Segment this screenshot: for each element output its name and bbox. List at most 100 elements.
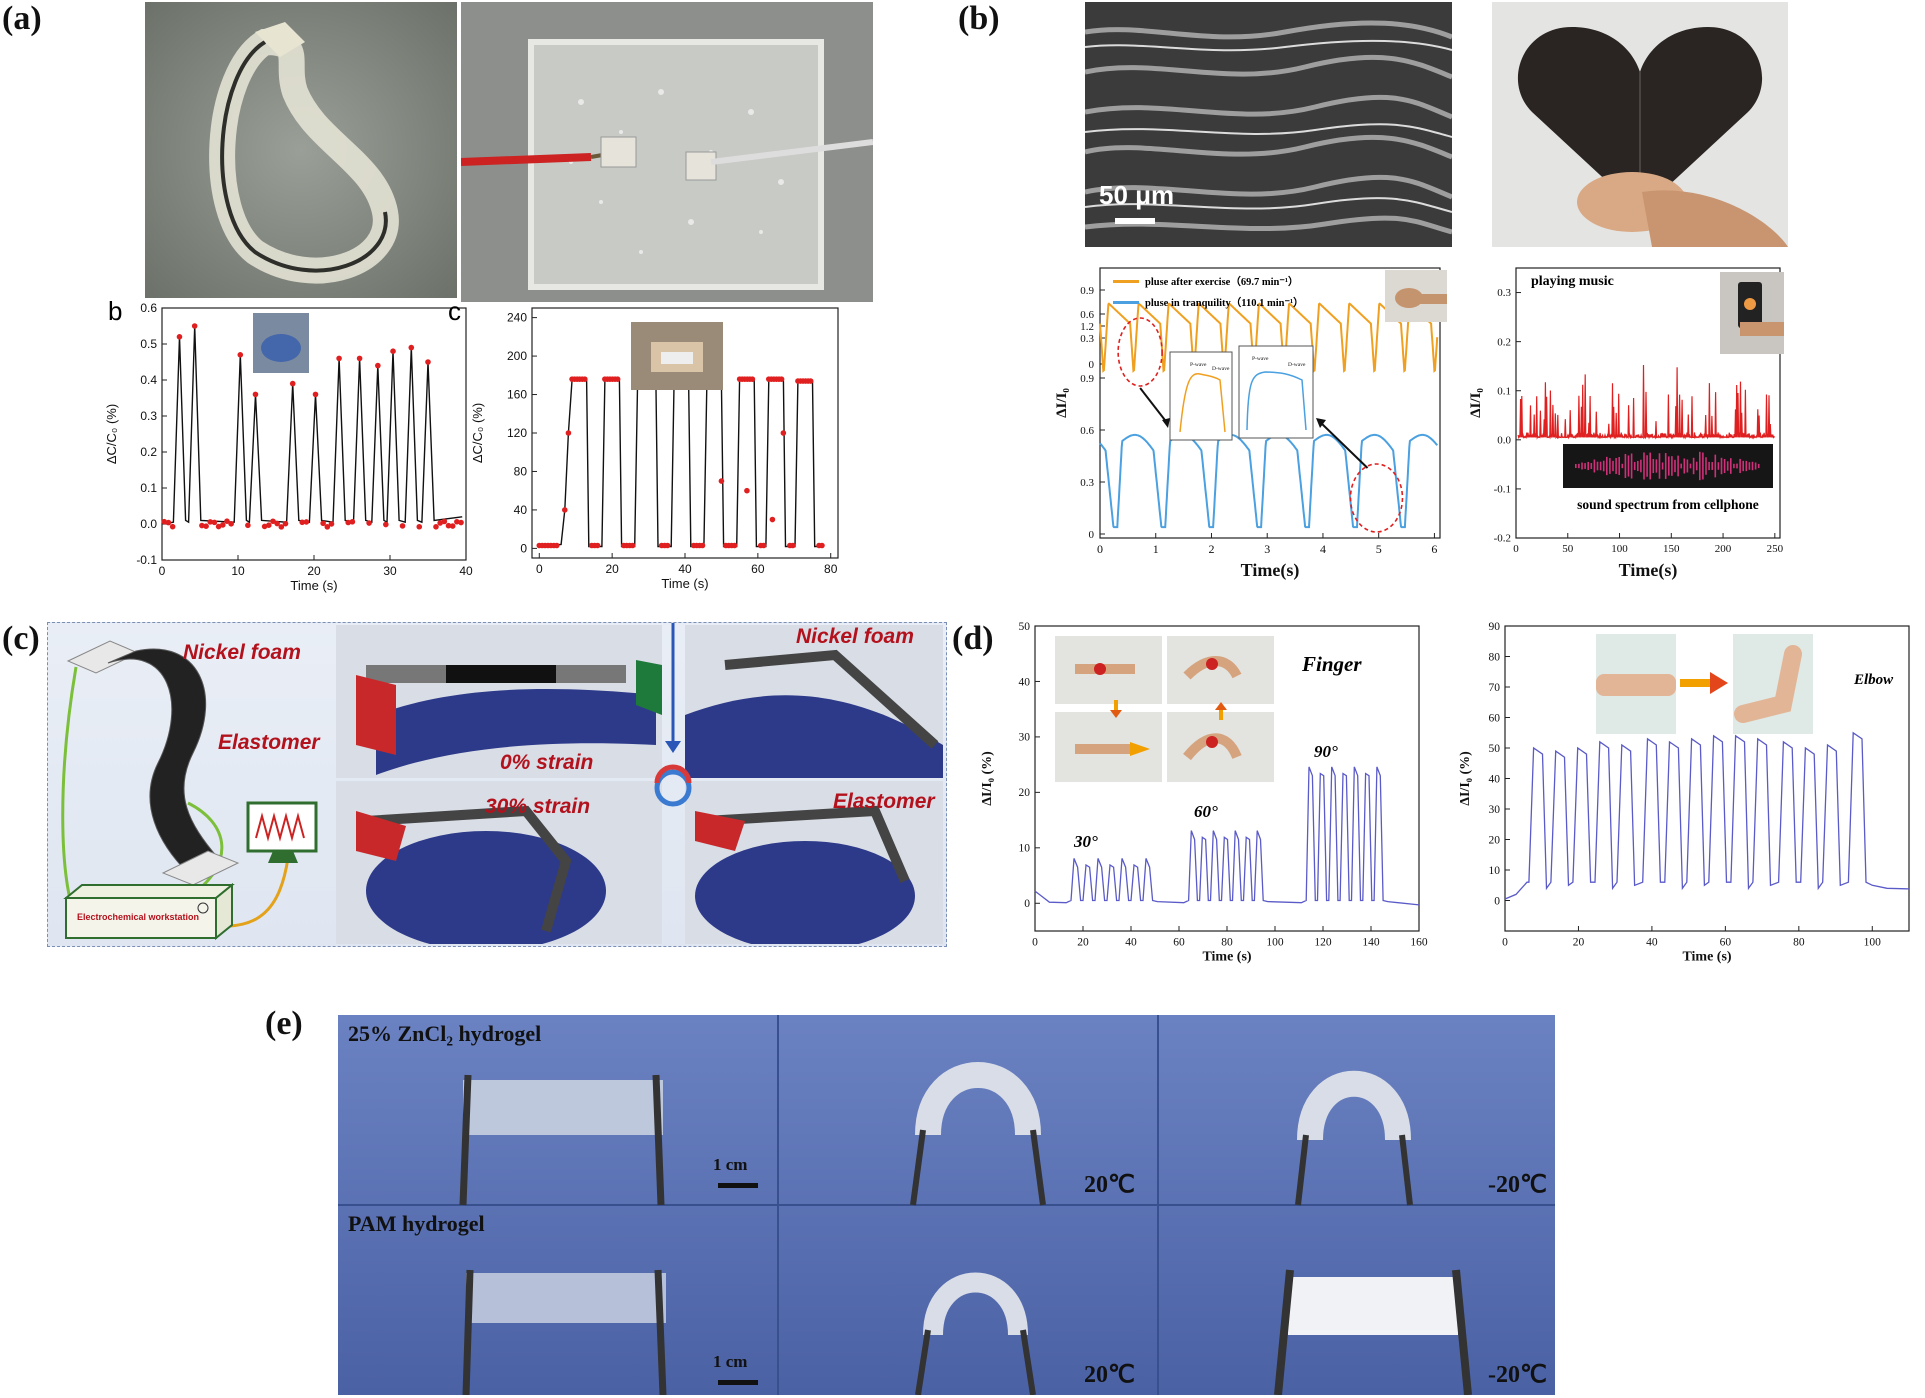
spectrum-bar	[1751, 461, 1754, 471]
scale-bar-1cm-bottom: 1 cm	[713, 1352, 748, 1371]
photo-hydrogel-sheet	[461, 2, 873, 302]
photo-finger-straight-2	[685, 625, 943, 778]
x-tick-label: 60	[1173, 937, 1185, 949]
legend-pulse: pluse after exercise（69.7 min⁻¹） pluse i…	[1113, 274, 1363, 310]
y-tick-label: 10	[1019, 843, 1031, 855]
finger-sequence-arrows-icon	[1110, 700, 1227, 720]
data-point	[807, 378, 814, 384]
spectrum-bar	[1702, 452, 1704, 480]
spectrum-bar	[1584, 463, 1586, 469]
data-point	[383, 521, 389, 528]
y-tick-label: 0.1	[140, 481, 157, 495]
spectrum-bar	[1649, 452, 1651, 480]
x-tick-label: 3	[1264, 542, 1270, 556]
data-point	[454, 518, 460, 525]
y-tick-label: 20	[1489, 834, 1501, 846]
inset-label-d-wave-2: D-wave	[1288, 362, 1306, 368]
arm-arrow-icon	[1680, 672, 1728, 694]
y-axis-label: ΔI/I₀	[1468, 388, 1484, 418]
y-axis-label: ΔI/I₀ (%)	[980, 751, 995, 806]
label-elbow: Elbow	[1854, 672, 1894, 688]
y-tick-label: -0.2	[1494, 533, 1511, 545]
data-point	[191, 323, 198, 329]
spectrum-bar	[1730, 458, 1732, 474]
y-tick-label: 0	[1089, 359, 1095, 371]
data-point	[553, 542, 560, 549]
spectrum-bar	[1742, 460, 1744, 472]
series-capacitance-throat-line	[539, 378, 824, 548]
data-point	[299, 519, 306, 526]
data-point	[441, 518, 448, 525]
x-axis-label: Time(s)	[1241, 560, 1300, 581]
data-point	[561, 507, 568, 513]
data-point	[161, 518, 168, 525]
data-point	[176, 334, 183, 340]
spectrum-bar	[1655, 459, 1658, 473]
spectrum-bar	[1658, 453, 1661, 479]
y-axis-label: ΔC/C₀ (%)	[470, 403, 485, 463]
data-point	[614, 376, 621, 382]
series-elbow-bending	[1504, 731, 1910, 900]
spectrum-bar	[1689, 463, 1692, 469]
data-point	[278, 524, 285, 530]
x-tick-label: 50	[1562, 543, 1574, 555]
x-tick-label: 0	[1097, 542, 1103, 556]
data-point	[199, 522, 205, 529]
data-point	[211, 519, 218, 526]
inset-curve-blue	[1246, 371, 1307, 431]
spectrum-bar	[1668, 456, 1670, 476]
spectrum-bar	[1575, 464, 1577, 468]
y-axis-label: ΔI/I₀ (%)	[1458, 751, 1473, 806]
legend-item-tranquility: pluse in tranquility（110.1 min⁻¹）	[1113, 295, 1363, 310]
scale-bar-1cm-top: 1 cm	[713, 1155, 748, 1174]
y-tick-label: 20	[1019, 787, 1031, 799]
spectrum-bar	[1609, 458, 1611, 474]
schematic-sensor	[61, 640, 318, 941]
spectrum-bar	[1695, 461, 1698, 471]
y-tick-label: 0.6	[1080, 309, 1094, 321]
y-tick-label: 120	[507, 426, 527, 440]
data-point	[416, 523, 423, 530]
x-tick-label: 40	[1125, 937, 1137, 949]
data-point	[349, 518, 356, 525]
x-tick-label: 40	[678, 562, 692, 576]
label-temp-20-top: 20℃	[1084, 1172, 1135, 1198]
y-tick-label: 0.6	[1080, 425, 1094, 437]
spectrum-bar	[1686, 459, 1689, 473]
spectrum-bar	[1708, 461, 1710, 471]
x-tick-label: 20	[307, 564, 321, 578]
spectrum-bar	[1723, 459, 1726, 473]
label-angle-60: 60°	[1194, 802, 1218, 821]
data-point	[408, 344, 415, 351]
data-point	[270, 518, 276, 525]
y-tick-label: -0.1	[1494, 484, 1511, 496]
data-point	[303, 519, 310, 525]
inset-photo-arm-bent	[1733, 634, 1813, 734]
x-tick-label: 100	[1611, 543, 1628, 555]
label-elastomer-1: Elastomer	[218, 731, 320, 754]
inset-photo-finger-2	[1167, 636, 1274, 704]
x-tick-label: 20	[1573, 937, 1585, 949]
y-tick-label: 1.2	[1080, 321, 1094, 333]
x-tick-label: 10	[231, 564, 245, 578]
data-point	[245, 522, 251, 529]
data-point	[760, 542, 767, 549]
x-tick-label: 0	[1032, 937, 1038, 949]
inset-photo-finger-3	[1055, 712, 1162, 782]
spectrum-bar	[1739, 458, 1741, 474]
y-tick-label: 40	[514, 503, 528, 517]
subpanel-label-b: b	[108, 296, 123, 326]
label-nickel-foam-2: Nickel foam	[796, 625, 914, 648]
label-temp-minus20-top: -20℃	[1488, 1172, 1547, 1198]
spectrum-bar	[1587, 461, 1589, 471]
inset-photo-finger-1	[1055, 636, 1162, 704]
legend-label-tranquility: pluse in tranquility（110.1 min⁻¹）	[1145, 298, 1304, 309]
spectrum-bar	[1606, 456, 1608, 476]
y-tick-label: 0	[1089, 529, 1095, 541]
spectrum-bar	[1581, 462, 1583, 470]
plot-frame	[1099, 267, 1441, 539]
spectrum-bar	[1615, 458, 1617, 474]
panel-e-photos: 25% ZnCl₂ hydrogel PAM hydrogel 1 cm 1 c…	[338, 1015, 1555, 1395]
